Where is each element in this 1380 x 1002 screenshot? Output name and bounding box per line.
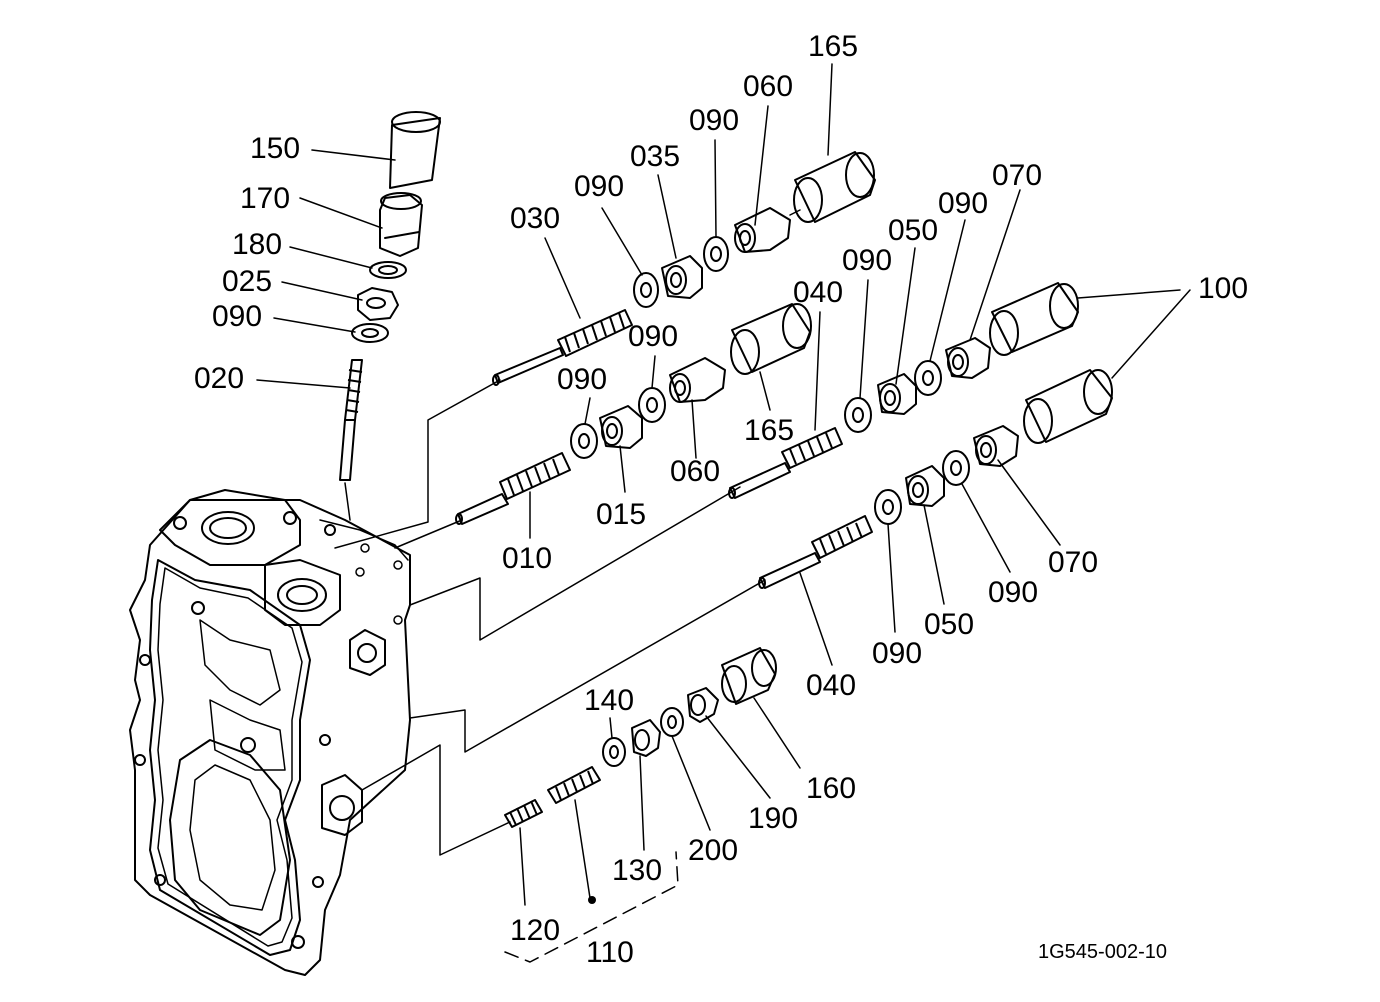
callout-040-top: 040 (793, 276, 843, 309)
callout-060-top: 060 (743, 70, 793, 103)
callout-060-mid: 060 (670, 455, 720, 488)
callout-090-left: 090 (212, 300, 262, 333)
callout-110: 110 (586, 936, 634, 969)
right-upper-valve-row (728, 282, 1079, 499)
callout-190: 190 (748, 802, 798, 835)
callout-070-top: 070 (992, 159, 1042, 192)
valve-housing (129, 489, 411, 976)
upper-valve-row (492, 151, 876, 386)
callout-200: 200 (688, 834, 738, 867)
callout-090-b2: 090 (872, 637, 922, 670)
callout-010: 010 (502, 542, 552, 575)
callout-140: 140 (584, 684, 634, 717)
lower-valve-row (504, 647, 777, 828)
callout-020: 020 (194, 362, 244, 395)
vertical-valve-stack (339, 111, 441, 481)
callout-130: 130 (612, 854, 662, 887)
callout-015: 015 (596, 498, 646, 531)
callout-050-top: 050 (888, 214, 938, 247)
callout-160: 160 (806, 772, 856, 805)
callout-070-bot: 070 (1048, 546, 1098, 579)
callout-100: 100 (1198, 272, 1248, 305)
callout-035: 035 (630, 140, 680, 173)
callout-165-top: 165 (808, 30, 858, 63)
callout-165-mid: 165 (744, 414, 794, 447)
callout-050-bot: 050 (924, 608, 974, 641)
callout-090-top2: 090 (574, 170, 624, 203)
assembly-path-lines (334, 379, 766, 856)
callout-030: 030 (510, 202, 560, 235)
callout-120: 120 (510, 914, 560, 947)
middle-valve-row (455, 303, 812, 525)
callout-150: 150 (250, 132, 300, 165)
callout-040-bot: 040 (806, 669, 856, 702)
callout-090-m2: 090 (557, 363, 607, 396)
callout-labels: 165 060 090 035 090 030 150 170 180 025 … (194, 30, 1248, 969)
right-lower-valve-row (758, 369, 1113, 589)
callout-180: 180 (232, 228, 282, 261)
callout-090-m1: 090 (628, 320, 678, 353)
callout-leaders (256, 63, 1191, 963)
callout-170: 170 (240, 182, 290, 215)
callout-025: 025 (222, 265, 272, 298)
callout-090-b1: 090 (988, 576, 1038, 609)
callout-090-r2: 090 (842, 244, 892, 277)
drawing-reference-code: 1G545-002-10 (1038, 941, 1167, 963)
callout-090-top1: 090 (689, 104, 739, 137)
callout-090-r1: 090 (938, 187, 988, 220)
